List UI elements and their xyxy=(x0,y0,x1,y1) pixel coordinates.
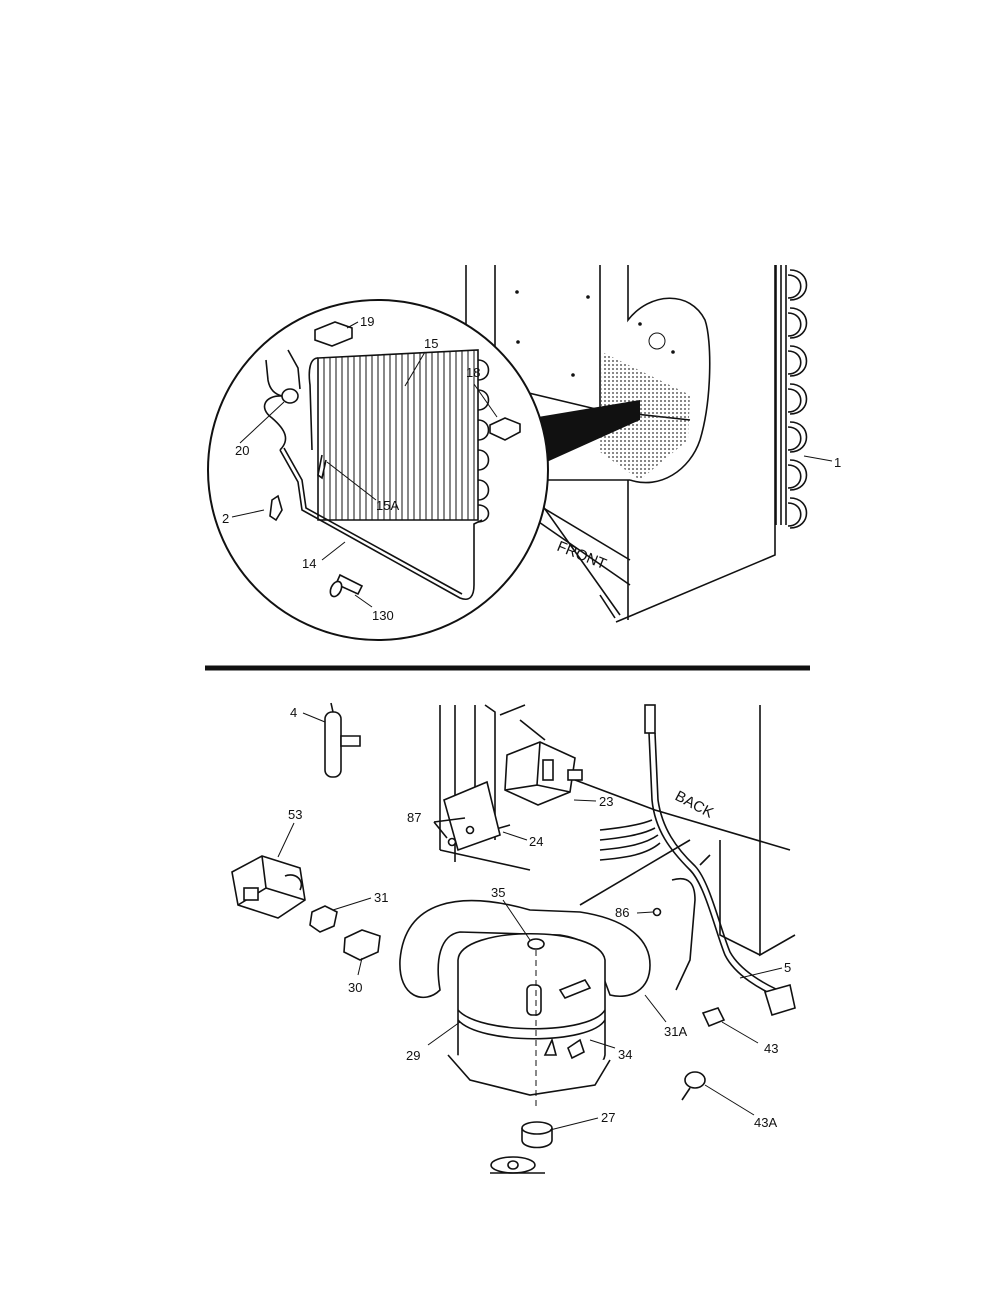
leader-31A xyxy=(644,994,667,1023)
screw-86 xyxy=(652,907,662,917)
cord-plug-5 xyxy=(763,984,796,1016)
callout-27: 27 xyxy=(601,1110,615,1125)
leader-15A xyxy=(326,461,377,501)
clamp-43A xyxy=(681,1071,706,1101)
leader-31 xyxy=(332,897,372,911)
callout-87: 87 xyxy=(407,810,421,825)
callout-31: 31 xyxy=(374,890,388,905)
callout-35: 35 xyxy=(491,885,505,900)
leader-14 xyxy=(321,541,346,561)
callout-5: 5 xyxy=(784,960,791,975)
leader-2 xyxy=(231,509,265,518)
leader-15 xyxy=(404,351,426,387)
screws-87 xyxy=(433,817,475,847)
cabinet-outline xyxy=(465,265,776,623)
upper-view: FRONT xyxy=(207,265,841,641)
callout-19: 19 xyxy=(360,314,374,329)
base-tray-31A xyxy=(399,899,651,999)
pad-18 xyxy=(489,417,521,441)
filter-drier-4 xyxy=(324,702,361,778)
condenser-coil xyxy=(775,265,808,529)
defrost-timer-23 xyxy=(504,741,583,806)
foot-27 xyxy=(521,1121,553,1149)
leader-23 xyxy=(573,799,597,802)
grommet-35 xyxy=(527,938,545,950)
leader-5 xyxy=(739,967,783,979)
callout-15A: 15A xyxy=(376,498,399,513)
tubing-14 xyxy=(279,449,483,601)
callout-53: 53 xyxy=(288,807,302,822)
callout-15: 15 xyxy=(424,336,438,351)
relay-30 xyxy=(343,929,381,961)
sensor-20 xyxy=(263,349,301,451)
lower-view: BACK xyxy=(231,702,796,1174)
leader-19 xyxy=(346,321,359,329)
callout-14: 14 xyxy=(302,556,316,571)
callout-130: 130 xyxy=(372,608,394,623)
pad-19 xyxy=(314,321,353,347)
tubing-14-inner xyxy=(283,447,463,595)
callout-23: 23 xyxy=(599,794,613,809)
leader-29 xyxy=(427,1021,461,1046)
screw-130 xyxy=(329,573,364,598)
compressor-29 xyxy=(447,933,611,1096)
leader-43 xyxy=(721,1021,759,1044)
leader-24 xyxy=(502,831,528,841)
manufacturer-logo xyxy=(490,1156,545,1174)
leader-53 xyxy=(277,822,295,858)
cabinet-base-outline xyxy=(439,704,796,957)
callout-31A: 31A xyxy=(664,1024,687,1039)
callout-4: 4 xyxy=(290,705,297,720)
overload-31 xyxy=(309,905,338,933)
callout-24: 24 xyxy=(529,834,543,849)
callout-43A: 43A xyxy=(754,1115,777,1130)
callout-29: 29 xyxy=(406,1048,420,1063)
bracket-24 xyxy=(443,780,501,852)
callout-43: 43 xyxy=(764,1041,778,1056)
leader-27 xyxy=(549,1117,599,1131)
callout-2: 2 xyxy=(222,511,229,526)
probe-15A xyxy=(317,454,327,480)
callout-1: 1 xyxy=(834,455,841,470)
leader-35 xyxy=(502,899,531,941)
evaporator xyxy=(308,349,490,523)
callout-20: 20 xyxy=(235,443,249,458)
leader-130 xyxy=(354,594,373,608)
leader-43A xyxy=(704,1084,755,1116)
callout-86: 86 xyxy=(615,905,629,920)
leader-20 xyxy=(239,401,285,444)
leader-4 xyxy=(302,712,326,723)
leader-18 xyxy=(473,383,498,418)
leader-1 xyxy=(803,455,833,462)
clamp-43 xyxy=(701,1007,726,1028)
leader-30 xyxy=(357,957,363,976)
callout-30: 30 xyxy=(348,980,362,995)
clip-2 xyxy=(269,494,283,522)
leader-34 xyxy=(589,1039,616,1049)
relay-cover-53 xyxy=(231,855,306,919)
callout-34: 34 xyxy=(618,1047,632,1062)
callout-18: 18 xyxy=(466,365,480,380)
leader-86 xyxy=(636,911,654,914)
